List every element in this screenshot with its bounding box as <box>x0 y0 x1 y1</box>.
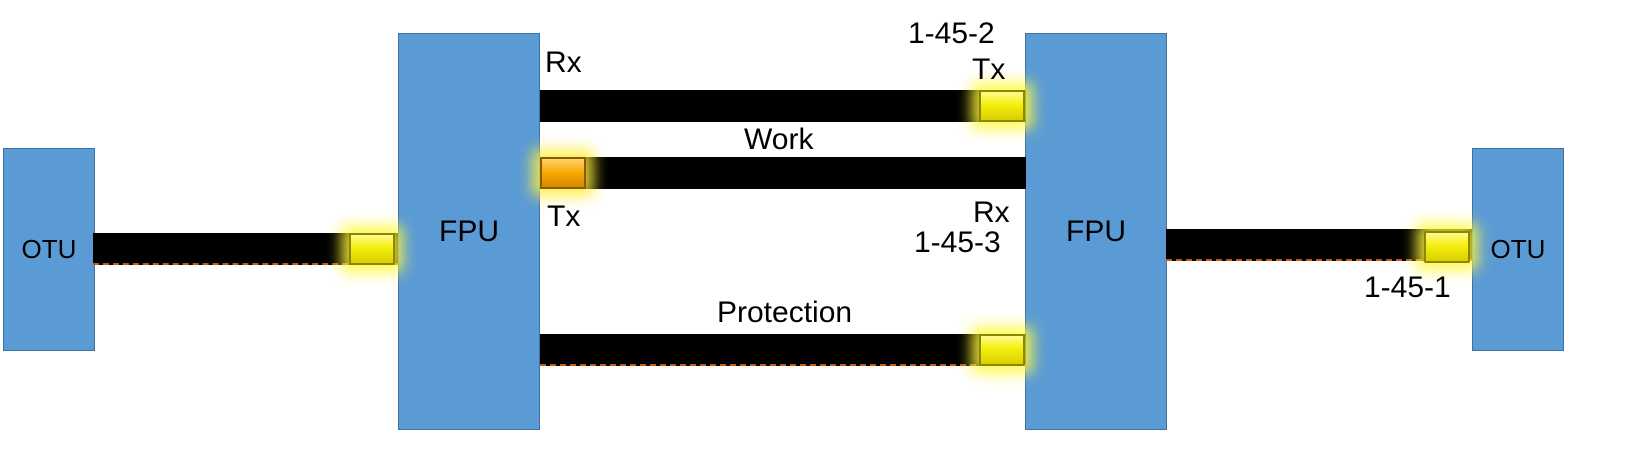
port-1-45-2-tx <box>979 90 1025 122</box>
fiber-fpu-right-to-otu-right <box>1166 229 1472 261</box>
rx-right-label: Rx <box>973 196 1010 229</box>
rx-top-left-label: Rx <box>545 46 582 79</box>
work-label: Work <box>744 123 814 156</box>
fiber-protection <box>540 334 1026 366</box>
protection-label: Protection <box>717 296 853 329</box>
port-otu-left-fpu <box>349 233 395 265</box>
otu-right-box: OTU <box>1472 148 1564 351</box>
port-1-45-1 <box>1424 231 1470 263</box>
fiber-work-top <box>540 90 1026 122</box>
port-1-45-1-label: 1-45-1 <box>1364 271 1451 304</box>
fpu-left-label: FPU <box>439 214 499 248</box>
otu-left-label: OTU <box>21 234 77 264</box>
fiber-otu-left-to-fpu-left <box>93 233 398 265</box>
fiber-work-bottom <box>540 157 1026 189</box>
fpu-right-box: FPU <box>1025 33 1167 430</box>
fpu-left-box: FPU <box>398 33 540 430</box>
fpu-right-label: FPU <box>1066 214 1126 248</box>
port-protection-right <box>979 334 1025 366</box>
port-1-45-2-label: 1-45-2 <box>908 17 995 50</box>
otu-left-box: OTU <box>3 148 95 351</box>
otu-right-label: OTU <box>1490 234 1546 264</box>
tx-top-right-label: Tx <box>972 53 1006 86</box>
tx-left-label: Tx <box>547 200 581 233</box>
port-1-45-3-label: 1-45-3 <box>914 226 1001 259</box>
port-fpu-left-tx <box>540 157 586 189</box>
